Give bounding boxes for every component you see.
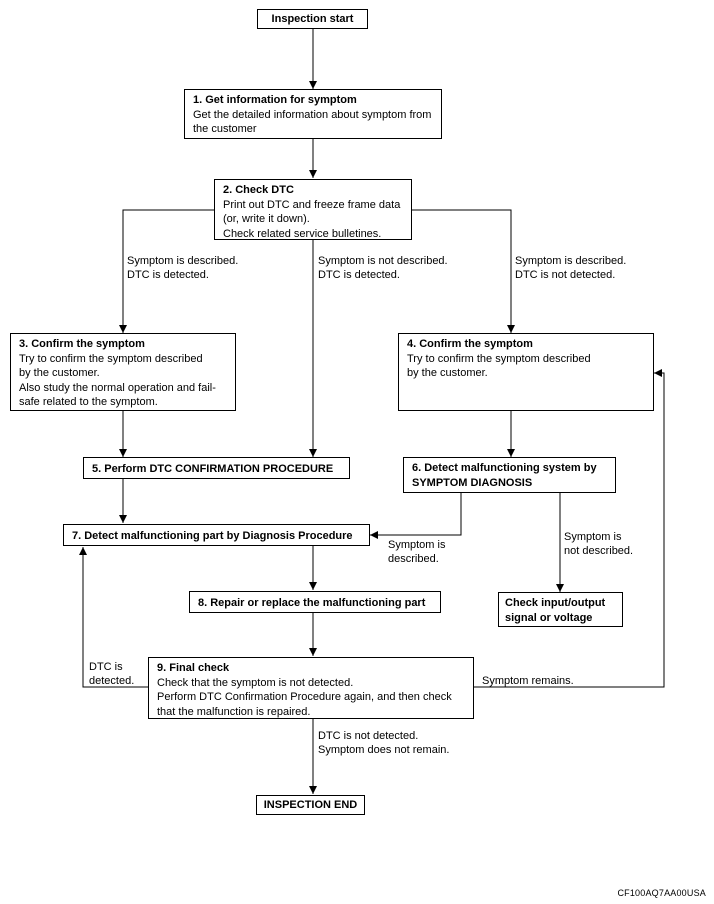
step-6-title: 6. Detect malfunctioning system by SYMPT… [412, 462, 597, 489]
step-1-body: Get the detailed information about sympt… [193, 108, 432, 136]
step-8-box: 8. Repair or replace the malfunctioning … [189, 591, 441, 613]
label-final-ok: DTC is not detected. Symptom does not re… [318, 730, 450, 756]
step-6-box: 6. Detect malfunctioning system by SYMPT… [403, 457, 616, 493]
inspection-end-box: INSPECTION END [256, 795, 365, 815]
step-2-box: 2. Check DTC Print out DTC and freeze fr… [214, 179, 412, 240]
step-3-box: 3. Confirm the symptom Try to confirm th… [10, 333, 236, 411]
step-9-title: 9. Final check [157, 662, 230, 674]
step-3-title: 3. Confirm the symptom [19, 338, 145, 350]
step-7-title: 7. Detect malfunctioning part by Diagnos… [72, 530, 353, 542]
label-to-step7: Symptom is described. [388, 539, 446, 565]
step-9-body: Check that the symptom is not detected. … [157, 676, 452, 718]
inspection-start-box: Inspection start [257, 9, 368, 29]
arrow-step9-to-step4 [474, 369, 665, 688]
step-5-box: 5. Perform DTC CONFIRMATION PROCEDURE [83, 457, 350, 479]
arrow-step2-to-step4 [411, 209, 515, 333]
step-1-title: 1. Get information for symptom [193, 94, 357, 106]
check-io-box: Check input/output signal or voltage [498, 592, 623, 627]
step-4-title: 4. Confirm the symptom [407, 338, 533, 350]
inspection-end-label: INSPECTION END [263, 799, 358, 811]
label-dtc-detected: DTC is detected. [89, 661, 135, 687]
arrow-step6-to-step7 [370, 493, 462, 539]
arrow-step9-to-step7 [79, 547, 148, 688]
arrow-step2-to-step3 [119, 209, 216, 333]
check-io-label: Check input/output signal or voltage [505, 597, 606, 624]
label-left-branch: Symptom is described. DTC is detected. [127, 255, 239, 281]
step-2-title: 2. Check DTC [223, 184, 294, 196]
step-8-title: 8. Repair or replace the malfunctioning … [198, 597, 426, 609]
label-symptom-remains: Symptom remains. [482, 675, 574, 687]
inspection-start-label: Inspection start [271, 13, 354, 25]
step-9-box: 9. Final check Check that the symptom is… [148, 657, 474, 719]
step-4-body: Try to confirm the symptom described by … [407, 352, 591, 380]
label-to-check-io: Symptom is not described. [564, 531, 634, 557]
step-1-box: 1. Get information for symptom Get the d… [184, 89, 442, 139]
label-mid-branch: Symptom is not described. DTC is detecte… [318, 255, 448, 281]
step-4-box: 4. Confirm the symptom Try to confirm th… [398, 333, 654, 411]
figure-code: CF100AQ7AA00USA [617, 888, 706, 898]
step-2-body: Print out DTC and freeze frame data (or,… [223, 198, 401, 240]
step-5-title: 5. Perform DTC CONFIRMATION PROCEDURE [92, 463, 334, 475]
step-7-box: 7. Detect malfunctioning part by Diagnos… [63, 524, 370, 546]
label-right-branch: Symptom is described. DTC is not detecte… [515, 255, 627, 281]
step-3-body: Try to confirm the symptom described by … [19, 352, 216, 409]
